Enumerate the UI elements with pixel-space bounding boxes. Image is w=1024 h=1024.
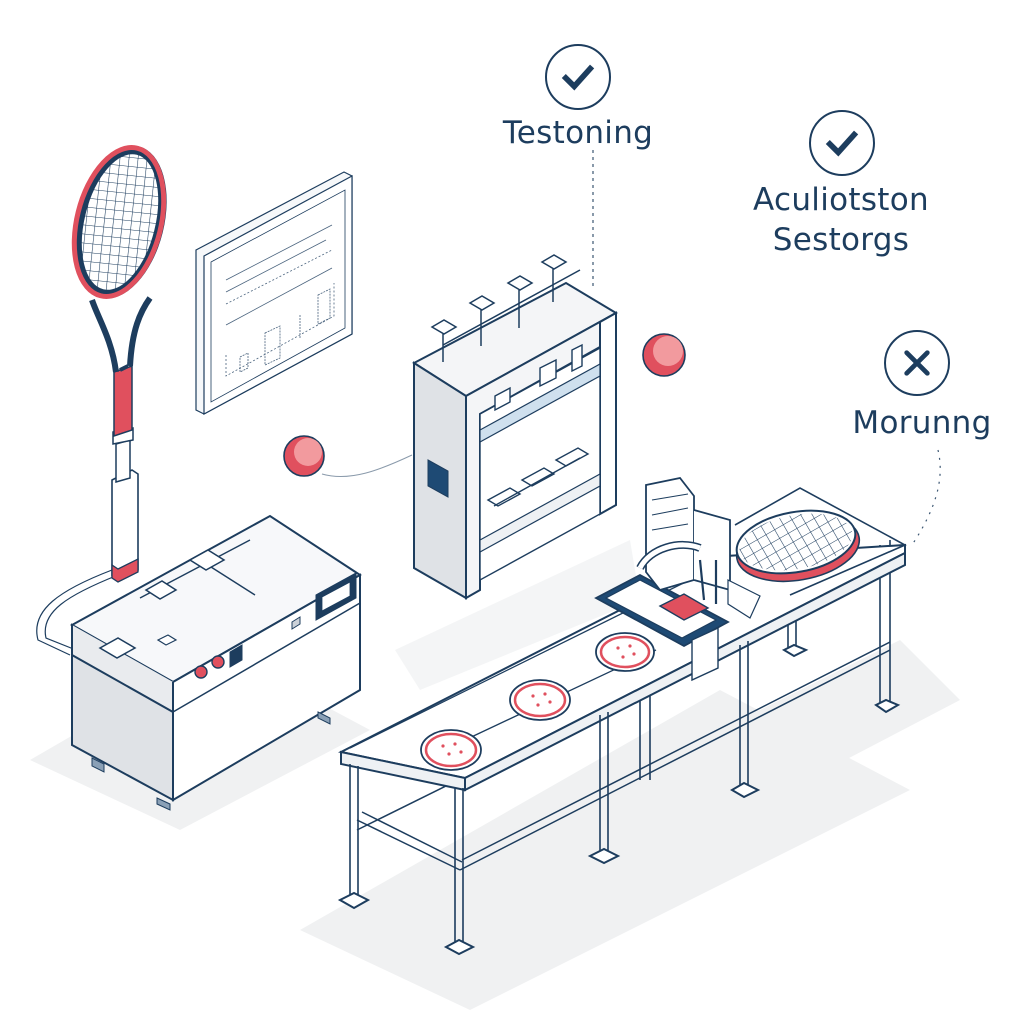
pizza-1: [420, 729, 482, 771]
ball-right: [642, 333, 686, 377]
pass-status: [545, 44, 611, 110]
callout-label: Testoning: [502, 115, 654, 151]
testing-console: [69, 514, 362, 811]
ball-left: [283, 435, 413, 478]
pass-status: [809, 110, 875, 176]
callout-label-line-2: Sestorgs: [772, 222, 910, 258]
x-icon: [904, 350, 930, 376]
pizza-2: [509, 679, 571, 721]
fail-status: [884, 330, 950, 396]
callout-label-line-1: Aculiotston: [753, 182, 929, 218]
multi-station-test-rack: [412, 254, 619, 600]
racket-head-on-table: [734, 487, 907, 596]
callout-leaders: [592, 150, 941, 546]
cable: [36, 569, 119, 656]
callout-label: Morunng: [852, 405, 992, 441]
wall-chart-board: [195, 171, 353, 416]
check-icon: [561, 64, 595, 91]
robotic-stringing-arm: [594, 477, 761, 682]
tennis-racket-on-stand: [71, 145, 167, 583]
pizza-3: [595, 632, 655, 672]
check-icon: [825, 130, 859, 157]
pizzas: [420, 632, 655, 771]
